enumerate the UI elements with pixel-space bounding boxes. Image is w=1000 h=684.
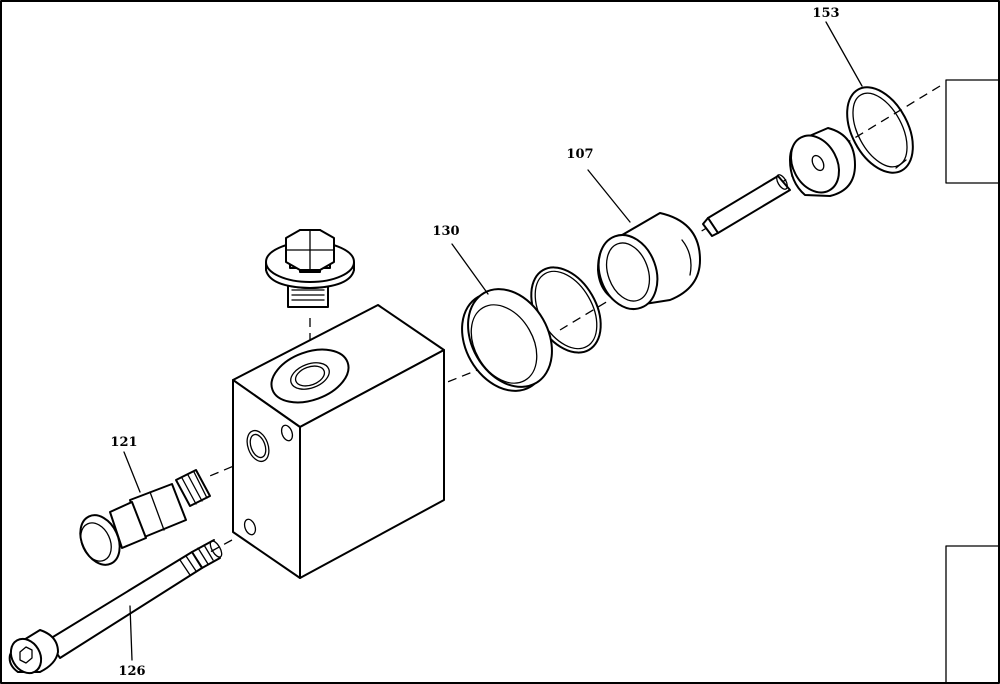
callout-130: 130	[432, 224, 459, 239]
side-tab-top	[945, 79, 1000, 184]
leader-lines	[123, 21, 863, 661]
disc-washer	[789, 127, 856, 197]
top-plug	[265, 229, 355, 308]
callout-153: 153	[812, 6, 839, 21]
leader-121	[123, 451, 141, 493]
callout-121: 121	[110, 435, 137, 450]
leader-126	[129, 605, 133, 661]
leader-107	[587, 169, 631, 223]
part-153-snap-ring	[846, 86, 914, 174]
part-121-fitting	[79, 469, 211, 566]
callout-126: 126	[118, 664, 145, 679]
leader-130	[451, 243, 489, 295]
side-tab-bottom	[945, 545, 1000, 684]
valve-block	[232, 304, 445, 579]
part-130-sleeve-ring	[461, 288, 553, 392]
callout-107: 107	[566, 147, 593, 162]
pin	[702, 174, 791, 237]
part-126-screw	[8, 539, 223, 675]
part-107-piston	[597, 212, 701, 310]
leader-153	[825, 21, 863, 87]
